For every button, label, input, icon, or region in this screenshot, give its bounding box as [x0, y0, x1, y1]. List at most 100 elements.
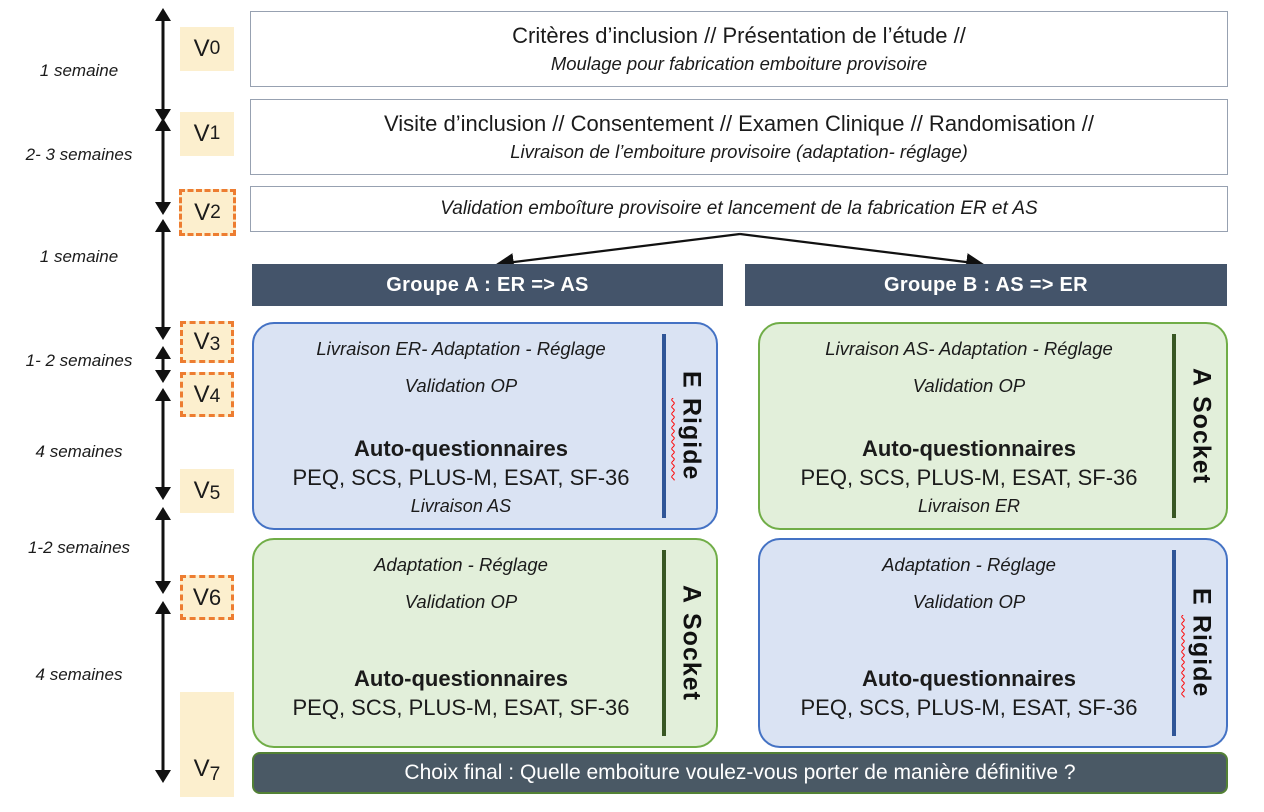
visit-prefix: V — [193, 120, 210, 147]
phase-line-next-delivery: Livraison AS — [410, 496, 512, 516]
interval-label-4: 1- 2 semaines — [25, 351, 133, 370]
visit-number: 4 — [209, 386, 221, 408]
questionnaires-title: Auto-questionnaires — [862, 436, 1076, 461]
side-label-first: E — [1187, 588, 1216, 607]
inclusion-criteria-box: Critères d’inclusion // Présentation de … — [250, 11, 1228, 87]
group-a-header: Groupe A : ER => AS — [252, 264, 723, 306]
timeline-arrow-3 — [150, 219, 176, 340]
timeline-arrow-4 — [150, 346, 176, 383]
socket-side-strip: E Rigide — [662, 334, 716, 518]
socket-side-strip: A Socket — [1172, 334, 1226, 518]
split-arrows — [495, 232, 985, 270]
visit-number: 0 — [209, 38, 221, 59]
group-b-phase2-box: Adaptation - Réglage Validation OP Auto-… — [758, 538, 1228, 748]
group-a-phase2-box: Adaptation - Réglage Validation OP Auto-… — [252, 538, 718, 748]
questionnaires-list: PEQ, SCS, PLUS-M, ESAT, SF-36 — [292, 465, 630, 490]
phase-line-adaptation: Adaptation - Réglage — [374, 554, 548, 575]
phase-content: Adaptation - Réglage Validation OP Auto-… — [760, 540, 1172, 746]
arrow-shaft — [161, 610, 165, 774]
side-label-a-socket: A Socket — [1187, 368, 1216, 484]
side-label-first: E — [677, 371, 706, 390]
visit-prefix: V — [194, 198, 211, 226]
questionnaires-title: Auto-questionnaires — [354, 436, 568, 461]
socket-side-strip: A Socket — [662, 550, 716, 736]
validation-line: Validation emboîture provisoire et lance… — [440, 198, 1038, 219]
side-label-rest: Rigide — [1187, 615, 1216, 698]
visit-prefix: V — [193, 328, 210, 355]
phase-line-next-delivery: Livraison ER — [917, 496, 1021, 516]
visit-number: 2 — [210, 201, 221, 223]
phase-line-validation-op: Validation OP — [912, 591, 1026, 612]
inclusion-line-1: Visite d’inclusion // Consentement // Ex… — [383, 111, 1095, 136]
interval-label-6: 1-2 semaines — [27, 538, 131, 557]
interval-label-2: 2- 3 semaines — [25, 145, 133, 164]
side-label-rest: Rigide — [677, 398, 706, 481]
arrow-shaft — [161, 17, 165, 113]
visit-number: 3 — [209, 333, 221, 355]
visit-number: 1 — [209, 123, 221, 144]
visit-prefix: V — [193, 477, 210, 504]
visit-number: 6 — [208, 584, 222, 610]
final-choice-bar: Choix final : Quelle emboiture voulez-vo… — [252, 752, 1228, 794]
inclusion-line-2: Livraison de l’emboiture provisoire (ada… — [510, 141, 968, 162]
phase-line-validation-op: Validation OP — [404, 375, 518, 396]
timeline-arrow-6 — [150, 507, 176, 594]
group-a-phase1-box: Livraison ER- Adaptation - Réglage Valid… — [252, 322, 718, 530]
questionnaires-title: Auto-questionnaires — [354, 666, 568, 691]
validation-box: Validation emboîture provisoire et lance… — [250, 186, 1228, 232]
arrow-shaft — [161, 397, 165, 491]
split-arrow-left — [495, 232, 741, 270]
split-arrow-right — [739, 232, 985, 270]
phase-line-delivery-adaptation: Livraison AS- Adaptation - Réglage — [825, 338, 1113, 359]
visit-prefix: V — [192, 583, 209, 611]
phase-line-validation-op: Validation OP — [404, 591, 518, 612]
phase-content: Livraison ER- Adaptation - Réglage Valid… — [254, 324, 662, 528]
side-label-e-rigide: E Rigide — [677, 371, 706, 480]
questionnaires-list: PEQ, SCS, PLUS-M, ESAT, SF-36 — [800, 695, 1138, 720]
arrow-shaft — [161, 516, 165, 585]
arrow-shaft — [161, 355, 165, 374]
questionnaires-list: PEQ, SCS, PLUS-M, ESAT, SF-36 — [292, 695, 630, 720]
side-label-a-socket: A Socket — [677, 585, 706, 701]
visit-prefix: V — [193, 35, 210, 62]
visit-prefix: V — [193, 380, 210, 408]
phase-line-adaptation: Adaptation - Réglage — [882, 554, 1056, 575]
criteria-line-2: Moulage pour fabrication emboiture provi… — [550, 53, 928, 74]
visit-number: 5 — [209, 482, 221, 504]
interval-label-1: 1 semaine — [39, 61, 119, 80]
visit-prefix: V — [193, 755, 210, 782]
timeline-arrow-5 — [150, 388, 176, 500]
side-label-rest: Socket — [677, 613, 706, 702]
arrow-shaft — [161, 127, 165, 206]
side-label-first: A — [677, 584, 706, 605]
side-label-rest: Socket — [1187, 396, 1216, 485]
interval-label-3: 1 semaine — [39, 247, 119, 266]
group-b-phase1-box: Livraison AS- Adaptation - Réglage Valid… — [758, 322, 1228, 530]
arrow-shaft — [161, 228, 165, 331]
side-label-first: A — [1187, 367, 1216, 388]
timeline-arrow-7 — [150, 601, 176, 783]
side-label-e-rigide: E Rigide — [1187, 588, 1216, 697]
group-b-header: Groupe B : AS => ER — [745, 264, 1227, 306]
timeline-arrow-2 — [150, 118, 176, 215]
inclusion-visit-box: Visite d’inclusion // Consentement // Ex… — [250, 99, 1228, 175]
phase-line-delivery-adaptation: Livraison ER- Adaptation - Réglage — [316, 338, 606, 359]
questionnaires-title: Auto-questionnaires — [862, 666, 1076, 691]
phase-content: Adaptation - Réglage Validation OP Auto-… — [254, 540, 662, 746]
socket-side-strip: E Rigide — [1172, 550, 1226, 736]
interval-label-5: 4 semaines — [35, 442, 123, 461]
questionnaires-list: PEQ, SCS, PLUS-M, ESAT, SF-36 — [800, 465, 1138, 490]
interval-label-7: 4 semaines — [35, 665, 123, 684]
timeline-arrow-1 — [150, 8, 176, 122]
phase-line-validation-op: Validation OP — [912, 375, 1026, 396]
visit-number: 7 — [209, 763, 221, 785]
